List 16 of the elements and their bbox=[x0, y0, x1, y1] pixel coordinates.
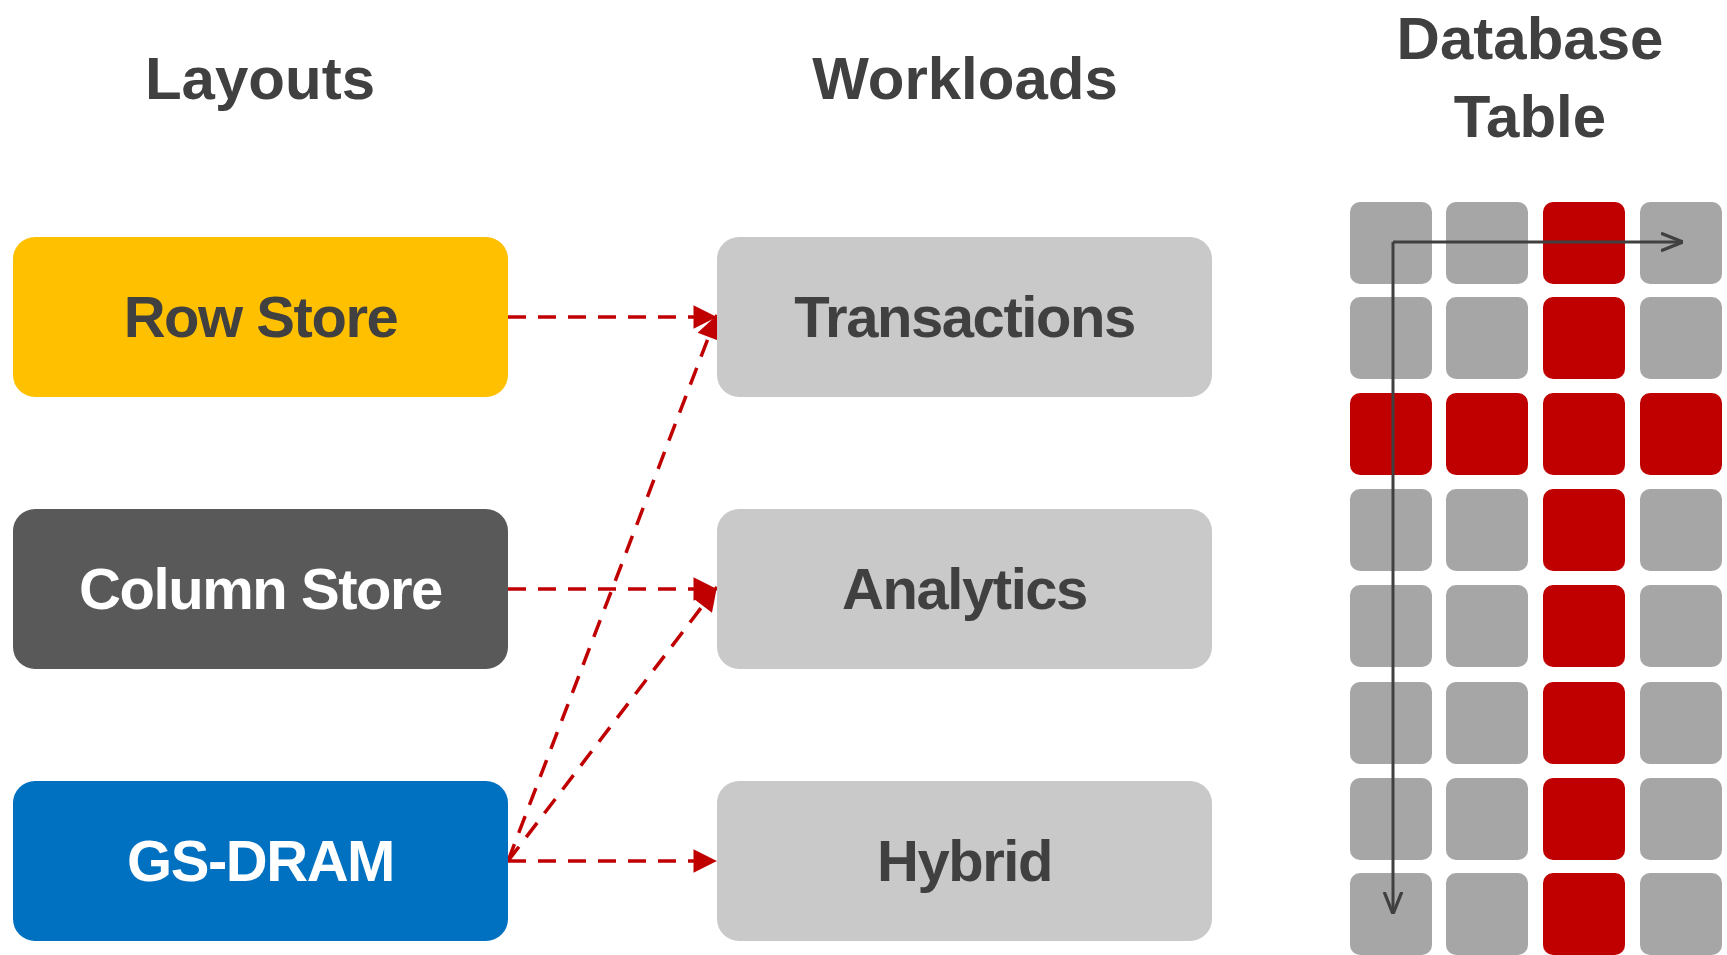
process-box bbox=[13, 781, 508, 941]
column-heading: Database Table bbox=[1395, 4, 1665, 152]
process-box bbox=[717, 781, 1212, 941]
dashed-arrow bbox=[508, 849, 717, 873]
process-box bbox=[717, 237, 1212, 397]
process-box bbox=[13, 509, 508, 669]
dashed-arrow bbox=[508, 305, 717, 329]
box-label: GS-DRAM bbox=[127, 832, 394, 890]
process-box bbox=[13, 237, 508, 397]
box-label: Column Store bbox=[79, 560, 442, 618]
column-heading: Layouts bbox=[143, 44, 376, 114]
box-label: Transactions bbox=[794, 288, 1135, 346]
dashed-arrow bbox=[508, 577, 717, 601]
column-heading: Workloads bbox=[811, 44, 1119, 114]
box-label: Row Store bbox=[123, 288, 398, 346]
process-box bbox=[717, 509, 1212, 669]
